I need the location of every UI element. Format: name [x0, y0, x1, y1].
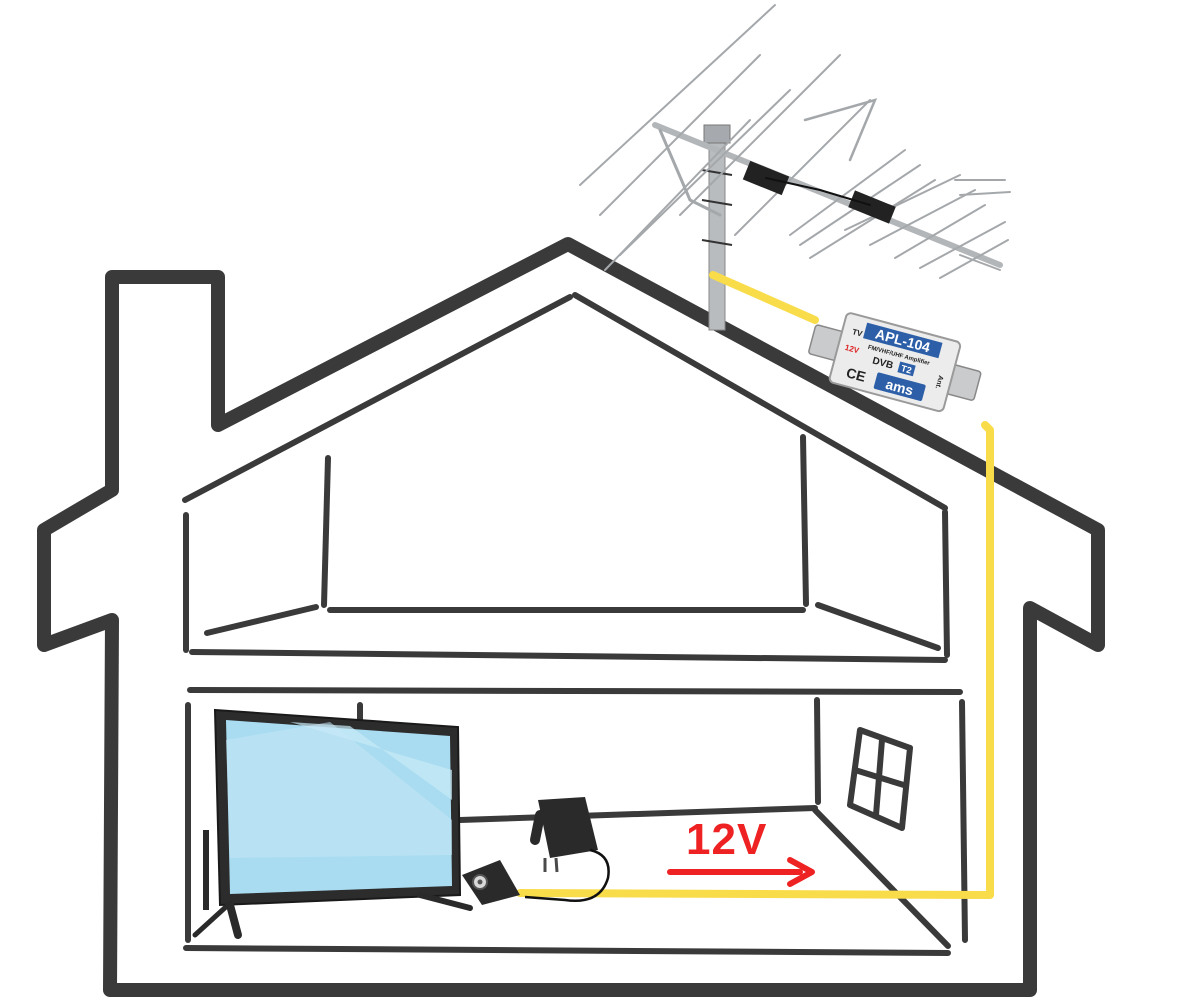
- voltage-label: 12V: [686, 815, 768, 864]
- attic-room: [182, 292, 950, 663]
- amplifier-dvb-mark: DVB: [871, 356, 894, 372]
- amplifier-voltage-mark: 12V: [844, 343, 861, 356]
- amplifier-ant-port: Ant.: [934, 375, 944, 390]
- house-outline: [37, 237, 1105, 997]
- power-injector-icon: [462, 860, 520, 905]
- amplifier-tv-port: TV: [851, 327, 864, 339]
- living-room: [183, 687, 968, 956]
- amplifier-brand: ams: [884, 376, 915, 399]
- power-adapter-icon: [524, 797, 610, 902]
- amplifier-ce-mark: CE: [845, 364, 868, 384]
- tv-icon: [192, 708, 473, 939]
- amplifier-device: APL-104 FM/VHF/UHF Amplifier TV 12V DVB …: [808, 312, 982, 413]
- amplifier-dvb-number: T2: [900, 363, 913, 375]
- power-flow-arrow: [667, 857, 815, 887]
- window-icon: [847, 727, 913, 831]
- coax-cable: [516, 271, 994, 899]
- antenna-icon: [579, 4, 1011, 279]
